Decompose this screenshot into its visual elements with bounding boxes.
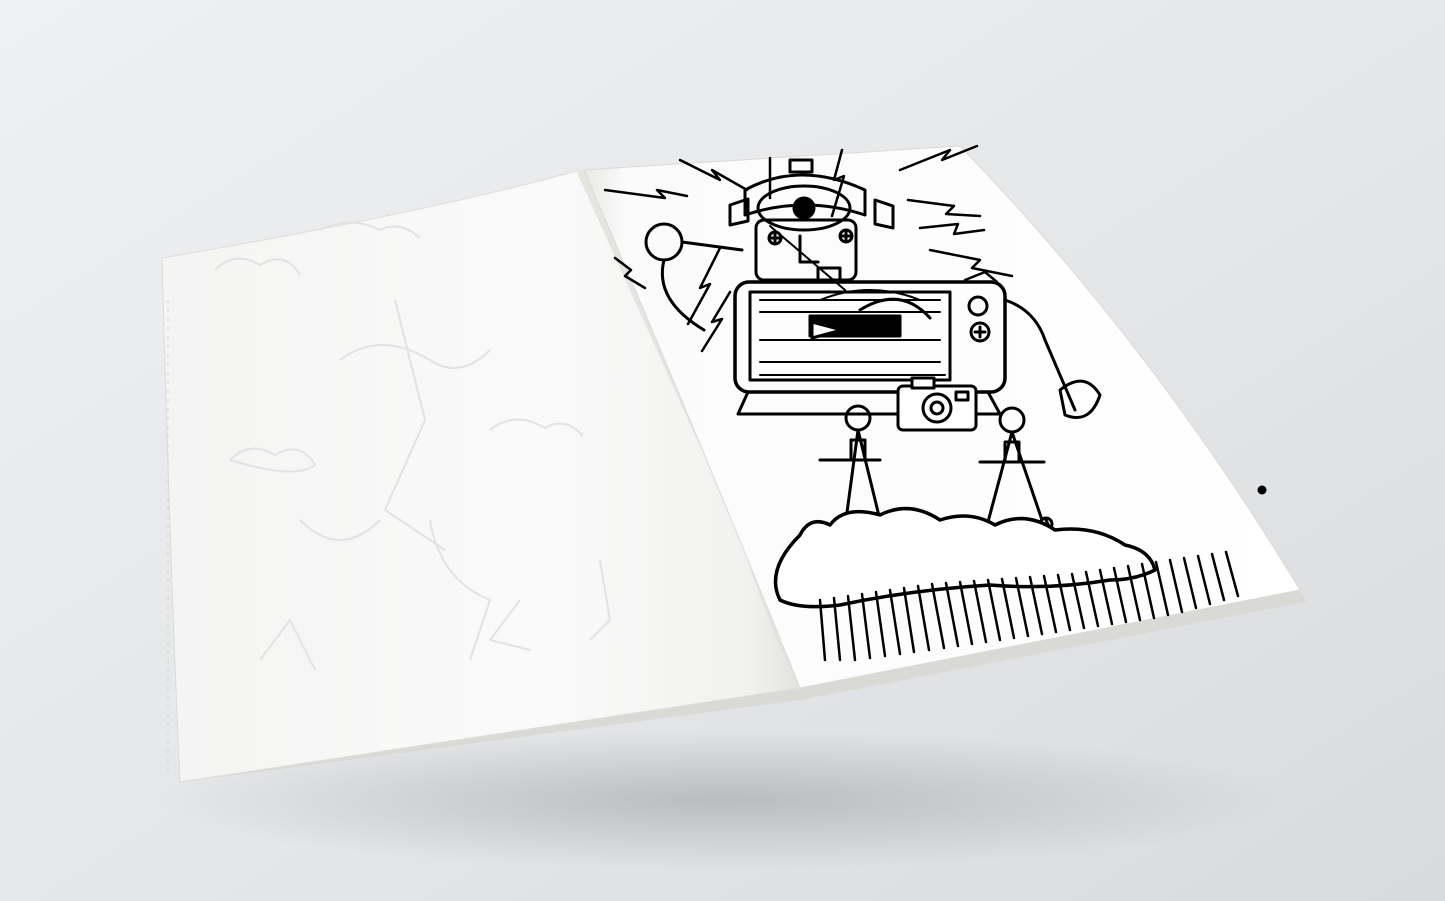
robot-illustration: [603, 144, 1267, 662]
robot-left-arm: [644, 222, 744, 332]
robot-head: [728, 158, 895, 291]
lightning-bolts: [603, 144, 1014, 353]
left-page: [161, 169, 801, 783]
robot-right-arm: [1003, 298, 1102, 419]
cloud-pedestal: [773, 485, 1267, 662]
show-through-lines: [214, 221, 612, 671]
book-shadow: [160, 730, 1280, 870]
robot-camera: [896, 376, 978, 432]
